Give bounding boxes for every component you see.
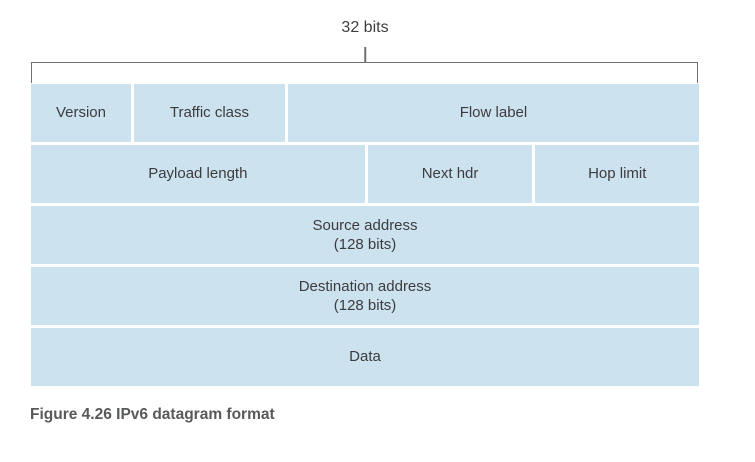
- bracket-center-tick: [364, 47, 366, 62]
- field-destination-address-label: Destination address: [298, 277, 432, 295]
- field-payload-length: Payload length: [31, 145, 365, 203]
- field-traffic-class: Traffic class: [133, 84, 285, 142]
- field-source-address: Source address (128 bits): [31, 206, 699, 264]
- bit-width-bracket: [31, 62, 698, 83]
- field-payload-length-label: Payload length: [148, 165, 248, 183]
- field-hop-limit-label: Hop limit: [588, 165, 647, 183]
- field-flow-label-label: Flow label: [459, 104, 528, 122]
- header-row-1: Version Traffic class Flow label: [31, 84, 700, 142]
- payload-row: Data: [31, 328, 699, 386]
- field-next-hdr-label: Next hdr: [421, 165, 479, 183]
- field-destination-address-label: (128 bits): [333, 297, 397, 314]
- field-version: Version: [31, 84, 131, 142]
- bits-width-label: 32 bits: [341, 19, 389, 36]
- field-version-label: Version: [55, 104, 106, 122]
- header-row-2: Payload length Next hdr Hop limit: [31, 145, 699, 203]
- figure-caption: Figure 4.26 IPv6 datagram format: [30, 406, 275, 423]
- field-data: Data: [31, 328, 699, 386]
- field-flow-label: Flow label: [287, 84, 700, 142]
- field-data-label: Data: [349, 348, 381, 366]
- field-source-address-label: Source address: [312, 216, 418, 234]
- header-row-3: Source address (128 bits): [31, 206, 699, 264]
- field-next-hdr: Next hdr: [367, 145, 533, 203]
- field-traffic-class-label: Traffic class: [169, 104, 250, 122]
- field-destination-address: Destination address (128 bits): [31, 267, 699, 325]
- field-hop-limit: Hop limit: [535, 145, 699, 203]
- header-row-4: Destination address (128 bits): [31, 267, 699, 325]
- field-source-address-label: (128 bits): [333, 236, 397, 253]
